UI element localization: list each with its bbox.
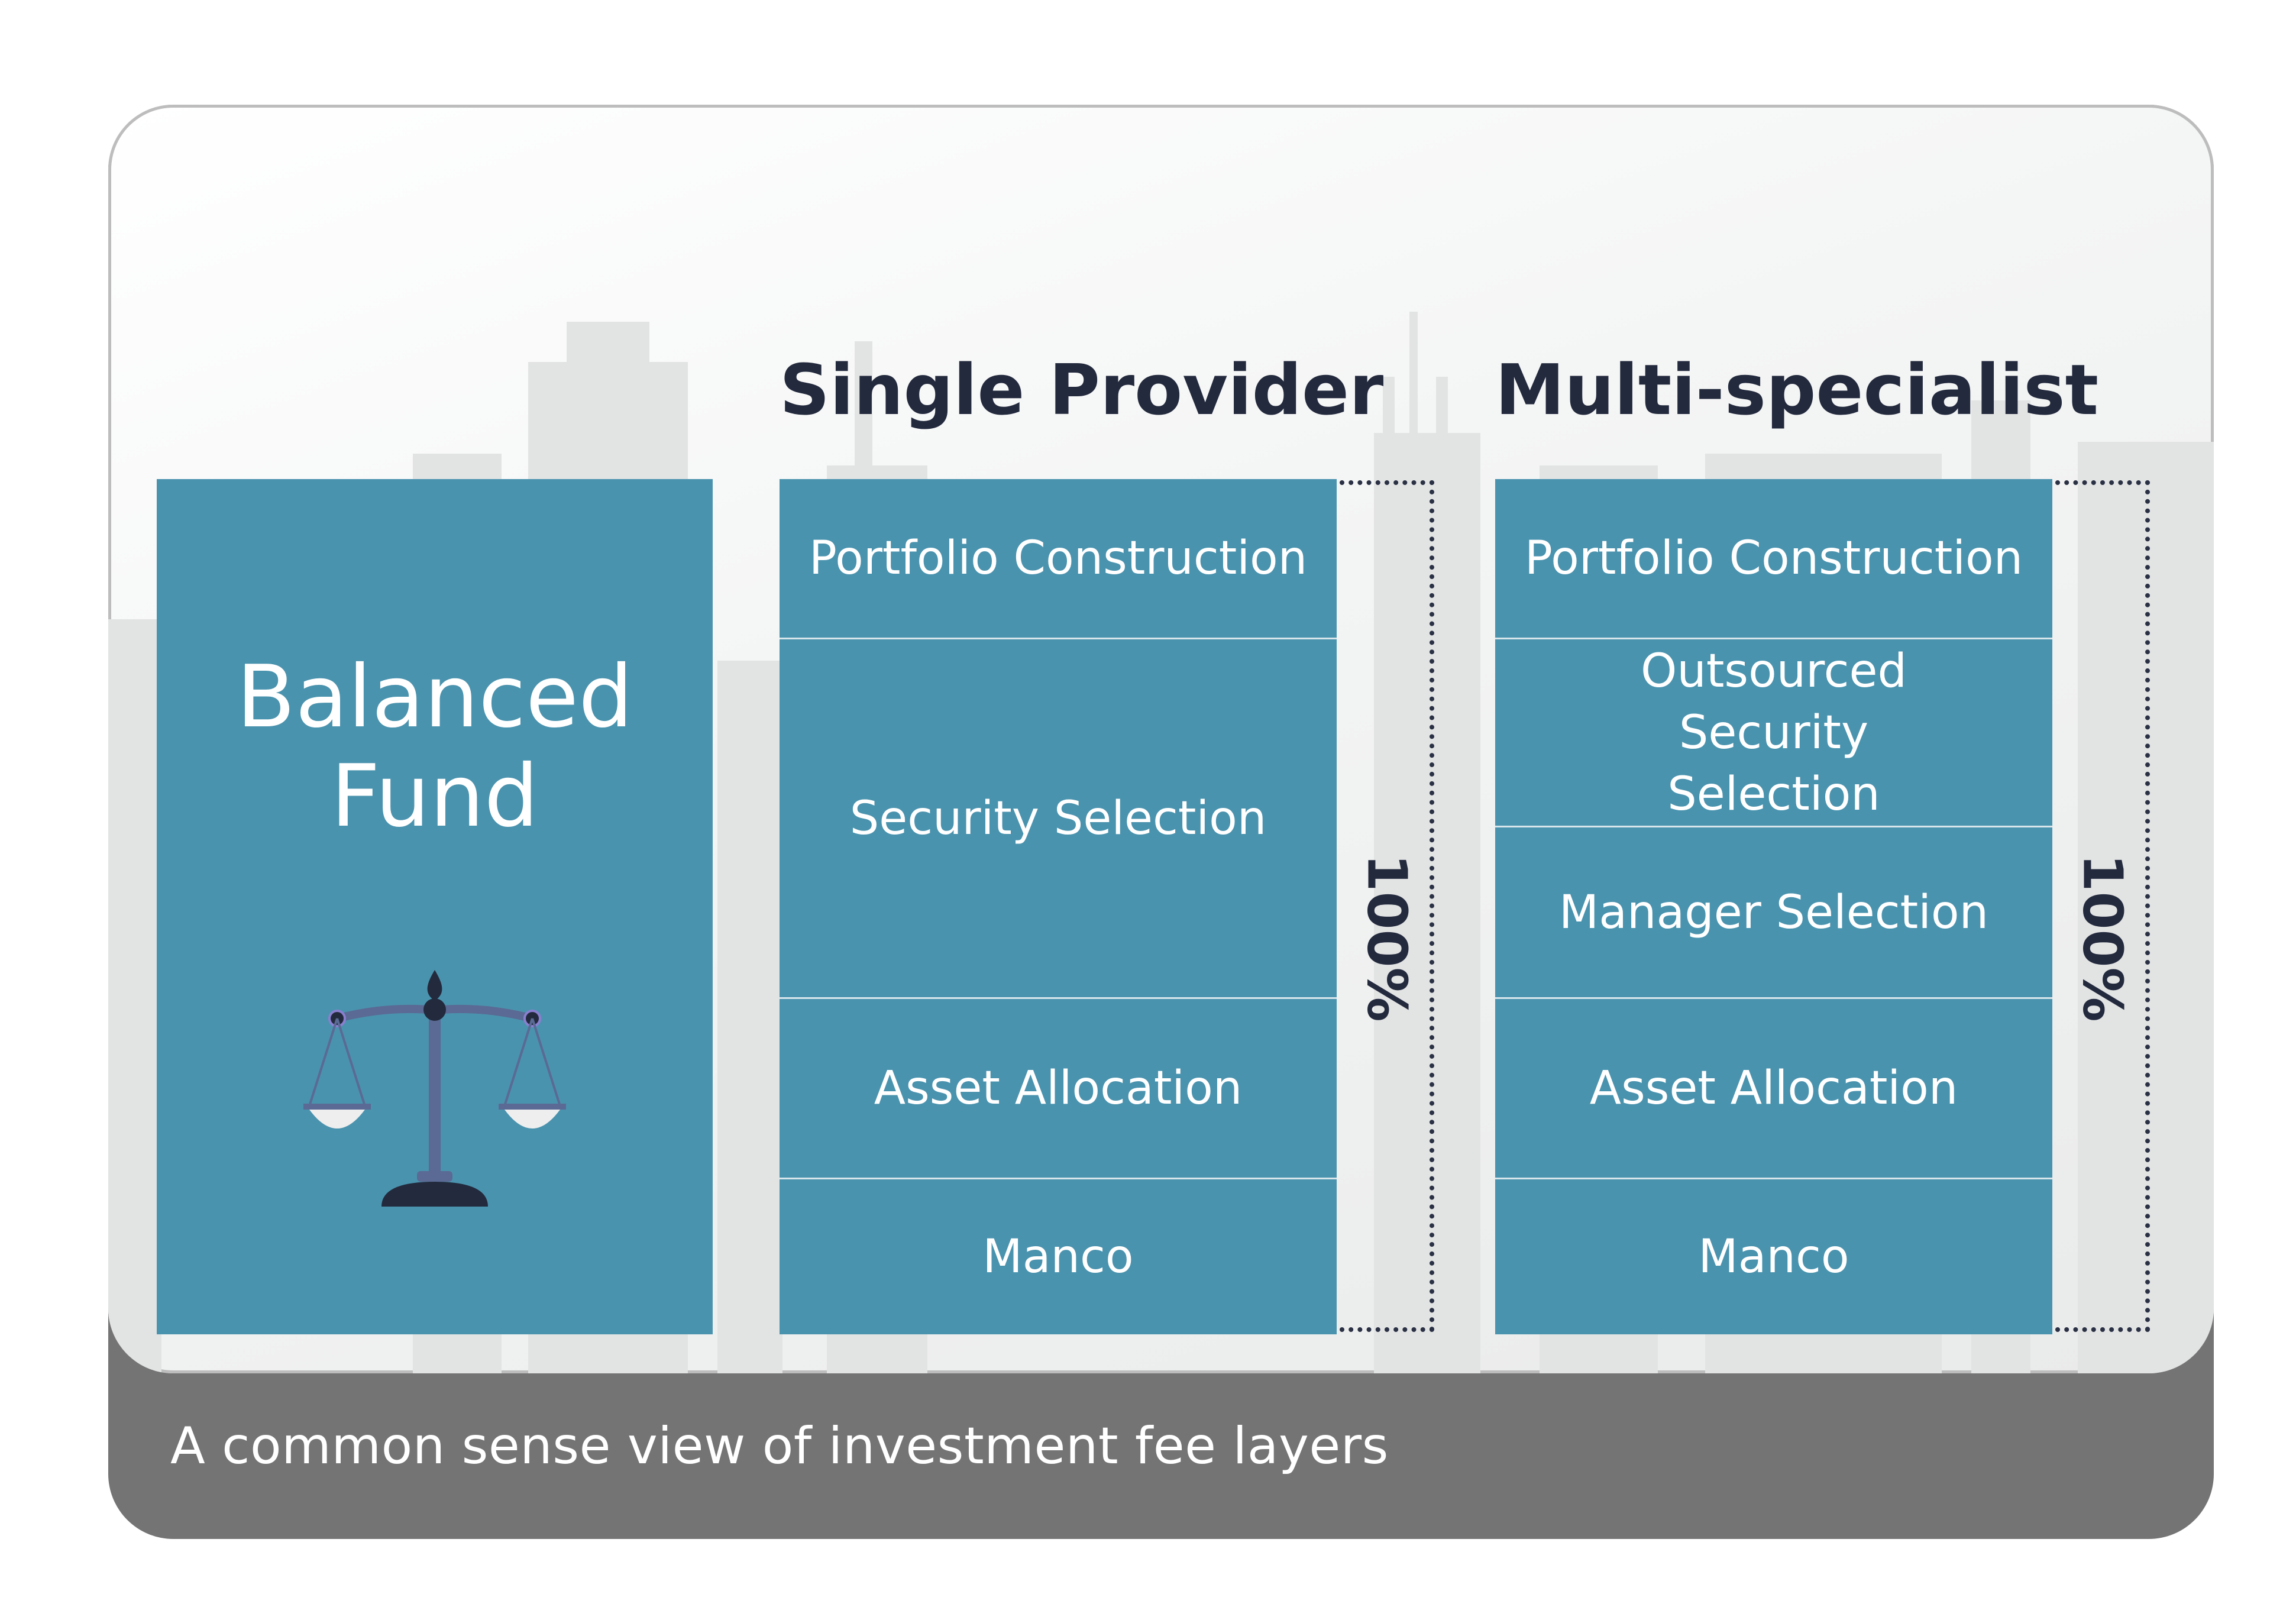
balanced-fund-box: Balanced Fund xyxy=(157,479,713,1334)
layer-portfolio-construction: Portfolio Construction xyxy=(780,479,1337,638)
single-provider-total-label: 100% xyxy=(1355,853,1419,1022)
single-provider-title: Single Provider xyxy=(780,349,1384,431)
layer-asset-allocation: Asset Allocation xyxy=(780,999,1337,1178)
multi-specialist-title: Multi-specialist xyxy=(1495,349,2098,431)
balance-scale-icon xyxy=(303,970,566,1207)
multi-specialist-total-label: 100% xyxy=(2071,853,2135,1022)
layer-portfolio-construction: Portfolio Construction xyxy=(1495,479,2052,638)
fund-title-line2: Fund xyxy=(331,746,539,846)
layer-manco: Manco xyxy=(780,1179,1337,1334)
multi-specialist-stack: Portfolio Construction Outsourced Securi… xyxy=(1495,479,2052,1334)
fund-title-line1: Balanced xyxy=(236,647,633,747)
single-provider-total-bracket xyxy=(1340,480,1434,1332)
layer-asset-allocation: Asset Allocation xyxy=(1495,999,2052,1178)
single-provider-stack: Portfolio Construction Security Selectio… xyxy=(780,479,1337,1334)
layer-manco: Manco xyxy=(1495,1179,2052,1334)
caption: A common sense view of investment fee la… xyxy=(170,1417,1389,1476)
layer-manager-selection: Manager Selection xyxy=(1495,827,2052,997)
multi-specialist-total-bracket xyxy=(2055,480,2150,1332)
layer-outsourced-security-selection: Outsourced Security Selection xyxy=(1495,639,2052,826)
layer-security-selection: Security Selection xyxy=(780,639,1337,997)
balanced-fund-title: Balanced Fund xyxy=(157,648,713,846)
